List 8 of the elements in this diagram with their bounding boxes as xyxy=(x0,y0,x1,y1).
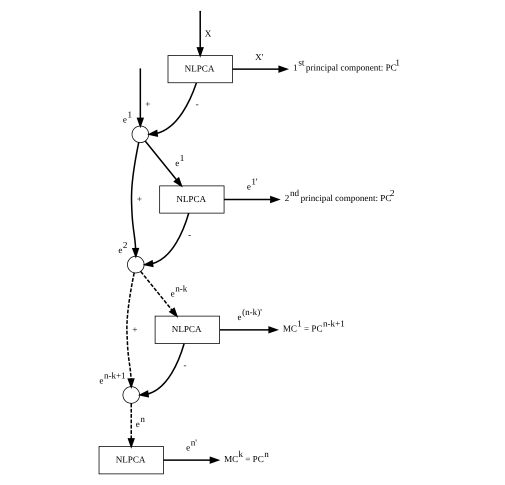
edge-label: X' xyxy=(255,52,264,62)
edge-label: + xyxy=(132,324,138,335)
edge-label: - xyxy=(188,229,192,240)
edge-label: - xyxy=(184,360,187,370)
edge-label: X xyxy=(204,28,212,39)
edge-label: - xyxy=(196,99,199,110)
edge-label: + xyxy=(136,194,142,204)
edge-label: + xyxy=(145,99,150,110)
